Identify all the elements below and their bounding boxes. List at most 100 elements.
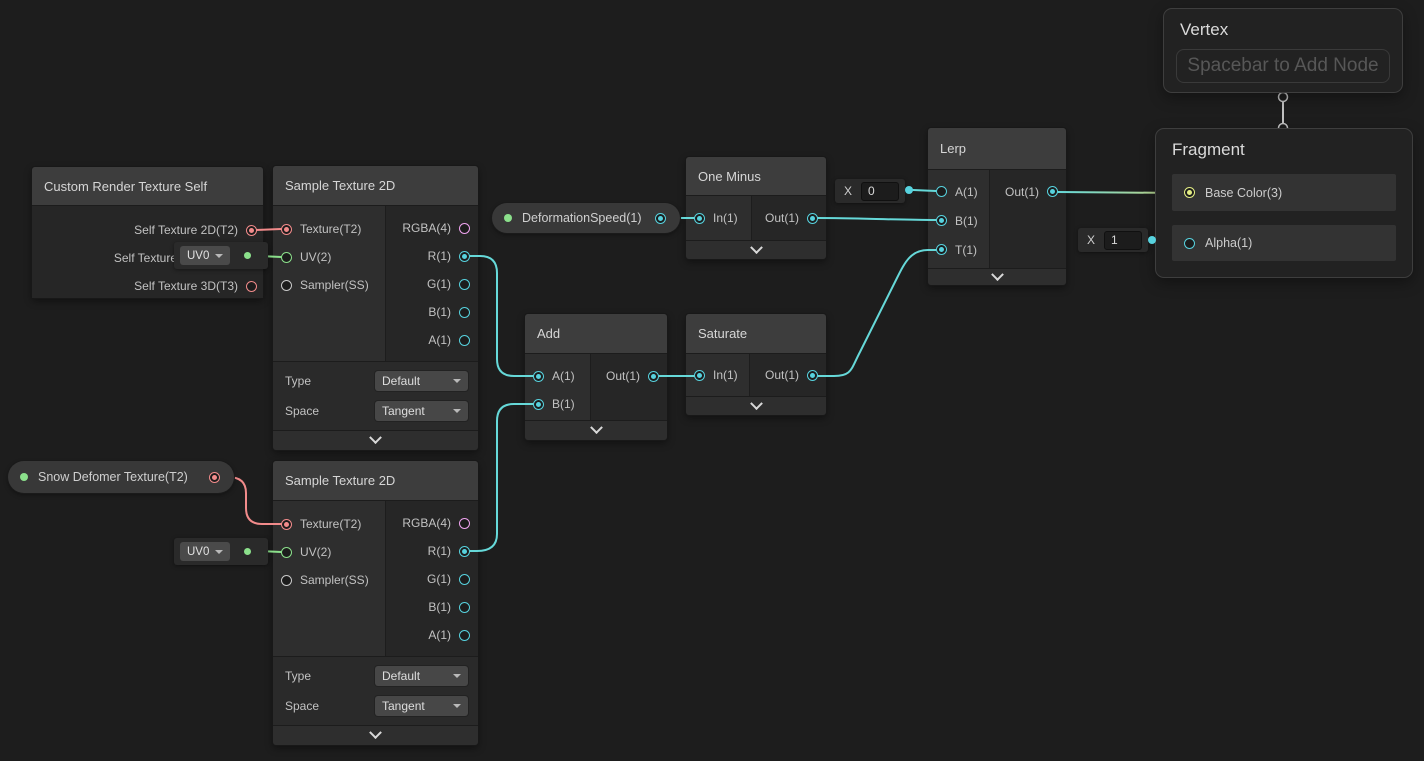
space-control-row: Space Tangent <box>273 396 478 426</box>
input-port-a[interactable] <box>533 370 544 382</box>
space-dropdown[interactable]: Tangent <box>375 401 468 421</box>
default-connector-dot <box>1148 236 1156 244</box>
input-port-uv[interactable] <box>281 546 292 558</box>
input-port-texture[interactable] <box>281 223 292 235</box>
type-dropdown[interactable]: Default <box>375 666 468 686</box>
fragment-row-base-color[interactable]: Base Color(3) <box>1172 174 1396 211</box>
output-port-a[interactable] <box>459 334 470 346</box>
input-port-alpha[interactable] <box>1184 237 1195 249</box>
node-custom-render-texture-self[interactable]: Custom Render Texture Self Self Texture … <box>32 167 263 298</box>
output-port-self-texture-2d[interactable] <box>246 224 257 236</box>
node-title: Sample Texture 2D <box>273 461 478 501</box>
node-sample-texture-2d-bottom[interactable]: Sample Texture 2D Texture(T2) UV(2) Samp… <box>273 461 478 745</box>
type-dropdown[interactable]: Default <box>375 371 468 391</box>
property-node-snow-deformer-texture[interactable]: Snow Defomer Texture(T2) <box>8 461 234 493</box>
wire-r-to-add-b[interactable] <box>469 403 534 552</box>
port-label: Alpha(1) <box>1205 236 1253 250</box>
output-port-out[interactable] <box>807 369 818 381</box>
port-label: Out(1) <box>1004 184 1039 199</box>
output-port-out[interactable] <box>807 212 818 224</box>
input-port-a[interactable] <box>936 186 947 197</box>
wire-snow-to-texture[interactable] <box>217 476 282 525</box>
type-control-row: Type Default <box>273 661 478 691</box>
chevron-down-icon <box>990 267 1004 281</box>
output-port-g[interactable] <box>459 278 470 290</box>
port-row-r: R(1) <box>402 242 478 270</box>
node-lerp[interactable]: Lerp A(1) B(1) T(1) Out(1) <box>928 128 1066 285</box>
property-node-deformation-speed[interactable]: DeformationSpeed(1) <box>492 203 680 233</box>
port-label: A(1) <box>428 333 451 347</box>
port-label: UV(2) <box>300 250 332 264</box>
collapse-button[interactable] <box>525 420 667 440</box>
wire-saturate-to-lerp-t[interactable] <box>817 249 937 377</box>
port-label: B(1) <box>428 600 451 614</box>
port-row-b: B(1) <box>402 298 478 326</box>
chevron-down-icon <box>215 549 224 554</box>
uv-channel-value: UV0 <box>187 545 210 558</box>
output-port-rgba[interactable] <box>459 222 470 234</box>
input-port-in[interactable] <box>694 369 705 381</box>
collapse-button[interactable] <box>273 725 478 745</box>
node-sample-texture-2d-top[interactable]: Sample Texture 2D Texture(T2) UV(2) Samp… <box>273 166 478 450</box>
input-port-sampler[interactable] <box>281 574 292 586</box>
node-saturate[interactable]: Saturate In(1) Out(1) <box>686 314 826 415</box>
output-port-g[interactable] <box>459 573 470 585</box>
fragment-row-alpha[interactable]: Alpha(1) <box>1172 225 1396 261</box>
vertex-context-block[interactable]: Vertex Spacebar to Add Node <box>1163 8 1403 93</box>
input-port-b[interactable] <box>936 215 947 226</box>
input-port-in[interactable] <box>694 212 705 224</box>
port-label: B(1) <box>428 305 451 319</box>
port-label: A(1) <box>955 184 978 199</box>
output-port-r[interactable] <box>459 250 470 262</box>
port-row-in: In(1) <box>686 196 826 240</box>
port-row-t: T(1) <box>928 235 1066 264</box>
node-add[interactable]: Add A(1) B(1) Out(1) <box>525 314 667 440</box>
input-port-uv[interactable] <box>281 251 292 263</box>
output-port-self-texture-3d[interactable] <box>246 280 257 292</box>
chevron-down-icon <box>749 240 763 254</box>
port-row-a: A(1) <box>402 621 478 649</box>
output-port-a[interactable] <box>459 629 470 641</box>
wire-oneminus-to-lerp-b[interactable] <box>817 217 937 221</box>
output-port[interactable] <box>209 471 220 483</box>
port-row-rgba: RGBA(4) <box>402 509 478 537</box>
collapse-button[interactable] <box>686 396 826 415</box>
port-label: UV(2) <box>300 545 332 559</box>
output-port-b[interactable] <box>459 601 470 613</box>
input-port-sampler[interactable] <box>281 279 292 291</box>
output-port-out[interactable] <box>648 370 659 382</box>
uv-channel-dropdown[interactable]: UV0 <box>180 246 231 265</box>
collapse-button[interactable] <box>686 240 826 259</box>
stem-top-connector[interactable] <box>1277 91 1289 103</box>
collapse-button[interactable] <box>273 430 478 450</box>
space-dropdown[interactable]: Tangent <box>375 696 468 716</box>
output-port-out[interactable] <box>1047 186 1058 197</box>
uv-channel-dropdown[interactable]: UV0 <box>180 542 231 561</box>
output-port-rgba[interactable] <box>459 517 470 529</box>
lerp-a-value-input[interactable] <box>861 181 900 201</box>
port-row-a: A(1) <box>928 177 1066 206</box>
input-port-base-color[interactable] <box>1184 187 1195 198</box>
port-label: G(1) <box>427 572 451 586</box>
port-row-texture: Texture(T2) <box>273 215 478 243</box>
lerp-a-default-panel: X <box>835 179 905 203</box>
port-label: RGBA(4) <box>402 221 451 235</box>
wire-r-to-add-a[interactable] <box>469 255 534 377</box>
fragment-context-block[interactable]: Fragment Base Color(3) Alpha(1) <box>1155 128 1413 278</box>
alpha-value-input[interactable] <box>1104 230 1143 250</box>
input-port-b[interactable] <box>533 398 544 410</box>
wire-selftexture-to-texture[interactable] <box>255 228 282 231</box>
collapse-button[interactable] <box>928 267 1066 285</box>
wire-x0-to-lerp-a[interactable] <box>912 189 937 192</box>
output-port-b[interactable] <box>459 306 470 318</box>
uv-channel-value: UV0 <box>187 249 210 262</box>
node-one-minus[interactable]: One Minus In(1) Out(1) <box>686 157 826 259</box>
output-port[interactable] <box>655 212 666 224</box>
input-port-t[interactable] <box>936 244 947 255</box>
port-row-in: In(1) <box>686 354 826 396</box>
output-port-r[interactable] <box>459 545 470 557</box>
add-node-placeholder[interactable]: Spacebar to Add Node <box>1176 49 1390 83</box>
input-port-texture[interactable] <box>281 518 292 530</box>
port-row-b: B(1) <box>525 390 667 418</box>
